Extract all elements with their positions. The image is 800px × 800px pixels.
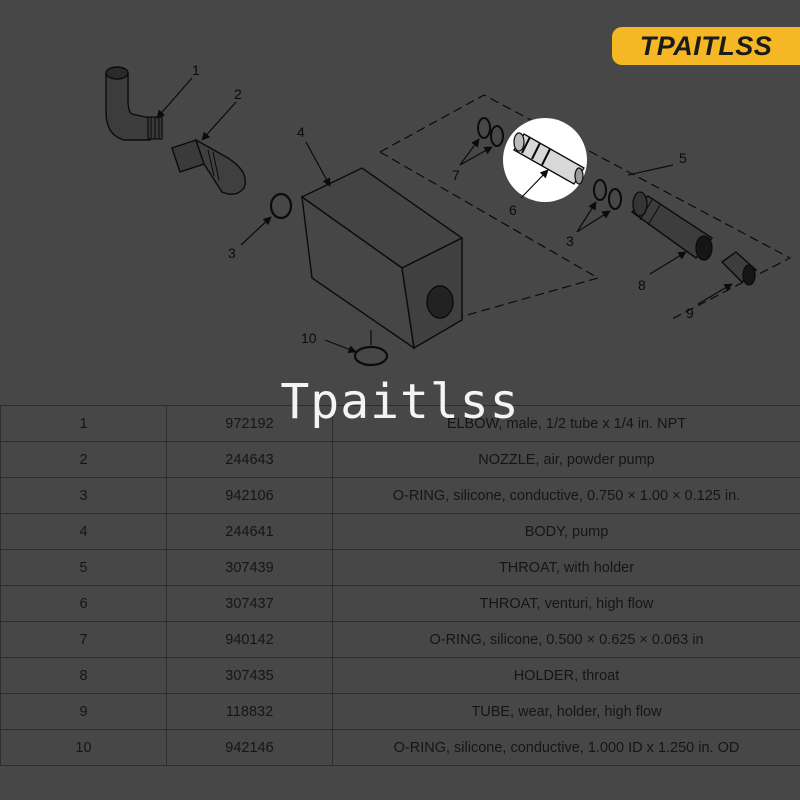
callout-3-right: 3: [566, 233, 574, 249]
brand-badge[interactable]: TPAITLSS: [612, 27, 800, 65]
part-number-cell: 942146: [166, 729, 333, 766]
description-cell: O-RING, silicone, conductive, 0.750 × 1.…: [332, 477, 800, 514]
ref-cell: 2: [0, 441, 167, 478]
callout-10: 10: [301, 330, 317, 346]
part-number-cell: 307439: [166, 549, 333, 586]
o-ring-right-a[interactable]: [593, 179, 607, 201]
part-number-cell: 972192: [166, 405, 333, 442]
callout-2: 2: [234, 86, 242, 102]
ref-cell: 7: [0, 621, 167, 658]
callout-3-left: 3: [228, 245, 236, 261]
ref-cell: 8: [0, 657, 167, 694]
callout-5: 5: [679, 150, 687, 166]
description-cell: NOZZLE, air, powder pump: [332, 441, 800, 478]
o-ring-upper-a[interactable]: [477, 117, 491, 139]
elbow-part[interactable]: [105, 66, 163, 141]
part-number-cell: 307437: [166, 585, 333, 622]
part-number-cell: 118832: [166, 693, 333, 730]
ref-cell: 5: [0, 549, 167, 586]
throat-holder-part[interactable]: [630, 191, 714, 261]
o-ring-bottom[interactable]: [353, 345, 389, 367]
part-number-cell: 942106: [166, 477, 333, 514]
part-number-cell: 307435: [166, 657, 333, 694]
description-cell: HOLDER, throat: [332, 657, 800, 694]
venturi-throat-part[interactable]: [513, 132, 585, 185]
part-number-cell: 244643: [166, 441, 333, 478]
description-cell: O-RING, silicone, 0.500 × 0.625 × 0.063 …: [332, 621, 800, 658]
ref-cell: 9: [0, 693, 167, 730]
pump-body-part[interactable]: [300, 167, 464, 350]
ref-cell: 10: [0, 729, 167, 766]
description-cell: O-RING, silicone, conductive, 1.000 ID x…: [332, 729, 800, 766]
description-cell: THROAT, with holder: [332, 549, 800, 586]
ref-cell: 3: [0, 477, 167, 514]
description-cell: ELBOW, male, 1/2 tube x 1/4 in. NPT: [332, 405, 800, 442]
leader-lines: [156, 77, 733, 354]
description-cell: THROAT, venturi, high flow: [332, 585, 800, 622]
callout-7: 7: [452, 167, 460, 183]
callout-9: 9: [686, 305, 694, 321]
callout-8: 8: [638, 277, 646, 293]
nozzle-part[interactable]: [171, 138, 246, 195]
o-ring-left[interactable]: [269, 192, 293, 220]
ref-cell: 4: [0, 513, 167, 550]
callout-4: 4: [297, 124, 305, 140]
part-number-cell: 244641: [166, 513, 333, 550]
ref-cell: 1: [0, 405, 167, 442]
description-cell: TUBE, wear, holder, high flow: [332, 693, 800, 730]
callout-1: 1: [192, 62, 200, 78]
o-ring-upper-b[interactable]: [490, 125, 504, 147]
o-ring-right-b[interactable]: [608, 188, 622, 210]
wear-tube-part[interactable]: [720, 251, 758, 286]
ref-cell: 6: [0, 585, 167, 622]
exploded-view-diagram: 1 2 3 4 5 6 7 3 8 9 10: [105, 62, 792, 367]
callout-6: 6: [509, 202, 517, 218]
description-cell: BODY, pump: [332, 513, 800, 550]
part-number-cell: 940142: [166, 621, 333, 658]
brand-badge-label: TPAITLSS: [639, 30, 773, 61]
